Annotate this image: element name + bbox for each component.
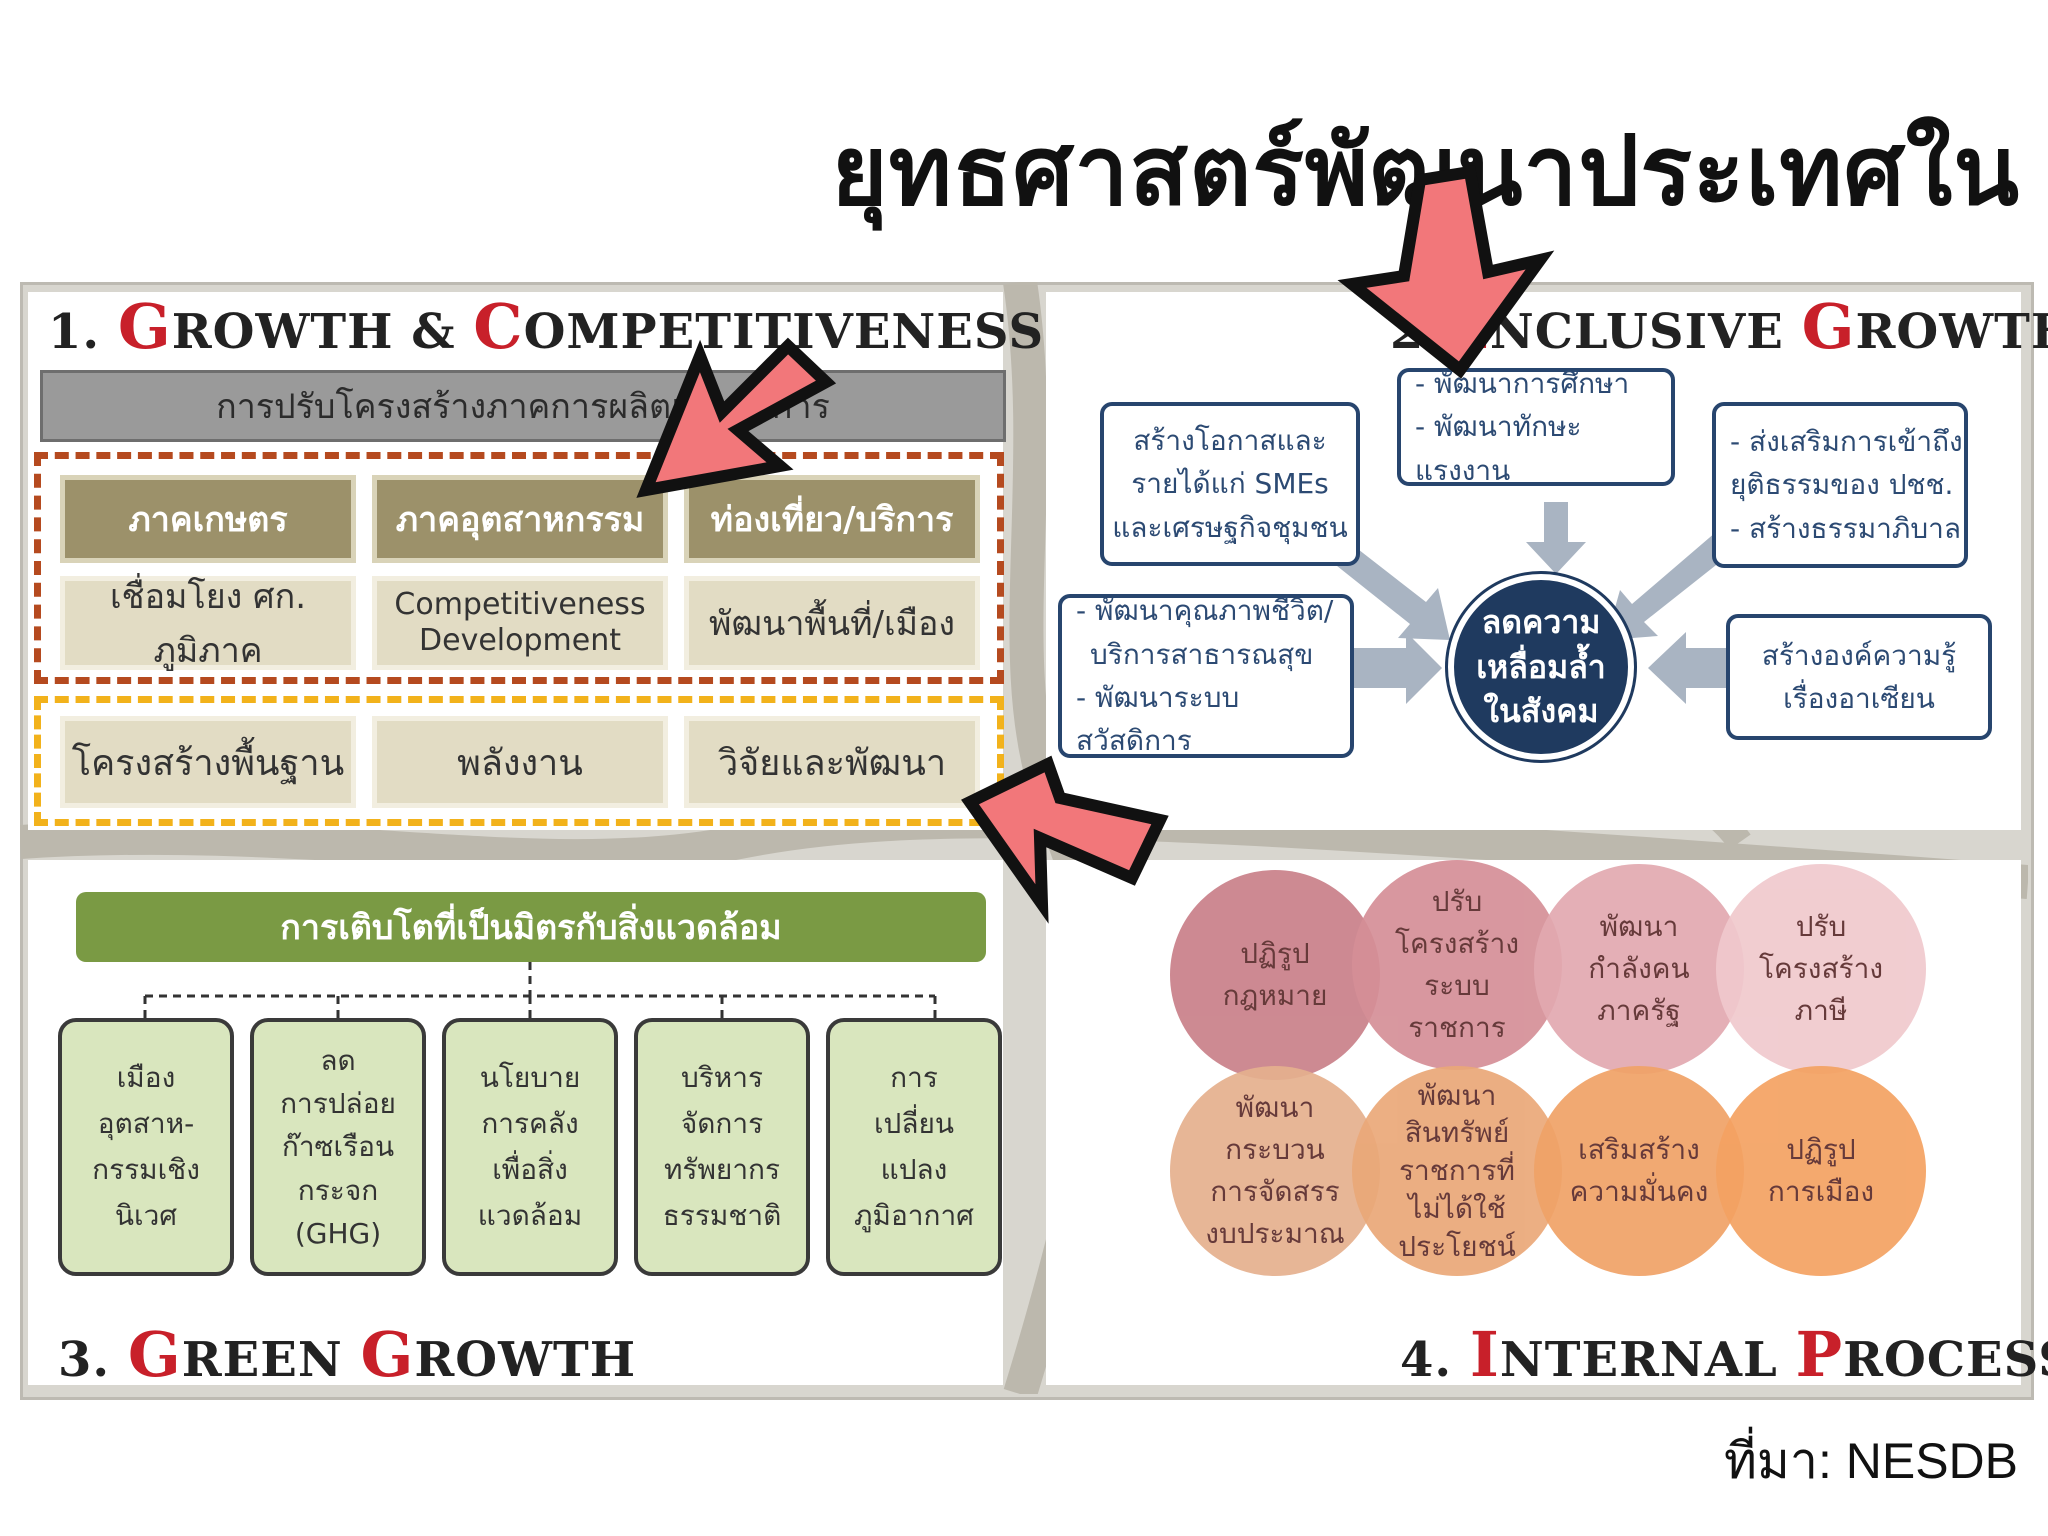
energy: พลังงาน: [372, 716, 668, 808]
environmental-fiscal-policy-box: นโยบาย การคลัง เพื่อสิ่ง แวดล้อม: [442, 1018, 618, 1276]
q1-heading: 1. GROWTH & COMPETITIVENESS: [48, 290, 1045, 363]
sector-agriculture: ภาคเกษตร: [60, 475, 356, 563]
source-credit: ที่มา: NESDB: [1723, 1433, 2018, 1489]
research-development: วิจัยและพัฒนา: [684, 716, 980, 808]
area-city-development: พัฒนาพื้นที่/เมือง: [684, 576, 980, 670]
climate-change-box: การ เปลี่ยน แปลง ภูมิอากาศ: [826, 1018, 1002, 1276]
education-line: - พัฒนาการศึกษา: [1415, 366, 1630, 400]
tax-restructure-circle: ปรับ โครงสร้าง ภาษี: [1716, 864, 1926, 1074]
justice-governance-box: - ส่งเสริมการเข้าถึง ยุติธรรมของ ปชช. - …: [1712, 402, 1968, 568]
political-reform-circle: ปฏิรูป การเมือง: [1716, 1066, 1926, 1276]
infrastructure-group: [34, 696, 1004, 826]
natural-resource-management-box: บริหาร จัดการ ทรัพยากร ธรรมชาติ: [634, 1018, 810, 1276]
inequality-reduction-hub: ลดความเหลื่อมล้ำในสังคม: [1448, 574, 1634, 760]
eco-industrial-city-box: เมือง อุตสาห- กรรมเชิง นิเวศ: [58, 1018, 234, 1276]
regional-economy-link: เชื่อมโยง ศก. ภูมิภาค: [60, 576, 356, 671]
education-labor-box: - พัฒนาการศึกษา - พัฒนาทักษะแรงงาน: [1397, 367, 1675, 487]
production-sector-group: [34, 452, 1004, 684]
public-workforce-circle: พัฒนา กำลังคน ภาครัฐ: [1534, 864, 1744, 1074]
ghg-reduction-box: ลด การปล่อย ก๊าซเรือน กระจก (GHG): [250, 1018, 426, 1276]
tree-connectors: [143, 962, 937, 1020]
quality-of-life-box: - พัฒนาคุณภาพชีวิต/ บริการสาธารณสุข - พั…: [1058, 594, 1354, 758]
sector-industry: ภาคอุตสาหกรรม: [372, 475, 668, 563]
competitiveness-development: Competitiveness Development: [372, 576, 668, 670]
infrastructure: โครงสร้างพื้นฐาน: [60, 716, 356, 808]
state-asset-circle: พัฒนา สินทรัพย์ ราชการที่ ไม่ได้ใช้ ประโ…: [1352, 1066, 1562, 1276]
public-health-line: บริการสาธารณสุข: [1090, 637, 1314, 671]
q4-heading: 4. INTERNAL PROCESS: [1400, 1318, 2048, 1391]
green-growth-bar: การเติบโตที่เป็นมิตรกับสิ่งแวดล้อม: [76, 892, 986, 962]
bureaucracy-restructure-circle: ปรับ โครงสร้าง ระบบ ราชการ: [1352, 860, 1562, 1070]
justice-people-line: ยุติธรรมของ ปชช.: [1730, 468, 1954, 502]
arrow-down-icon: [1337, 165, 1555, 379]
quality-of-life-line: - พัฒนาคุณภาพชีวิต/: [1076, 594, 1334, 628]
arrow-down-left-icon: [636, 337, 837, 498]
hub-connector-arrows: [1322, 502, 1730, 704]
budget-allocation-circle: พัฒนา กระบวน การจัดสรร งบประมาณ: [1170, 1066, 1380, 1276]
asean-knowledge-box: สร้างองค์ความรู้เรื่องอาเซียน: [1726, 614, 1992, 740]
security-circle: เสริมสร้าง ความมั่นคง: [1534, 1066, 1744, 1276]
justice-access-line: - ส่งเสริมการเข้าถึง: [1730, 424, 1963, 458]
welfare-line: - พัฒนาระบบสวัสดิการ: [1076, 681, 1240, 758]
labor-skill-line: - พัฒนาทักษะแรงงาน: [1415, 410, 1582, 487]
sector-tourism-service: ท่องเที่ยว/บริการ: [684, 475, 980, 563]
restructure-band: การปรับโครงสร้างภาคการผลิตและบริการ: [40, 370, 1006, 442]
sme-community-box: สร้างโอกาสและรายได้แก่ SMEs และเศรษฐกิจช…: [1100, 402, 1360, 566]
q3-heading: 3. GREEN GROWTH: [58, 1318, 637, 1391]
good-governance-line: - สร้างธรรมาภิบาล: [1730, 511, 1961, 545]
law-reform-circle: ปฏิรูป กฎหมาย: [1170, 870, 1380, 1080]
arrow-up-left-icon: [961, 755, 1169, 924]
